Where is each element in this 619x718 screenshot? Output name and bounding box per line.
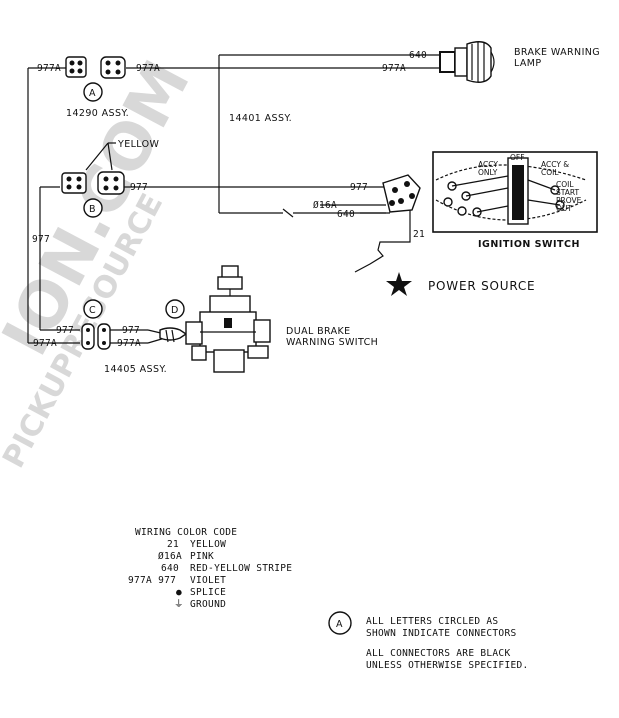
wires: [27, 54, 440, 344]
brake-warning-lamp-label-2: LAMP: [514, 58, 542, 69]
wiring-color-code-legend: WIRING COLOR CODE 21 YELLOW Ø16A PINK 64…: [128, 527, 292, 610]
connector-b: B YELLOW: [61, 139, 160, 218]
ignition-coil-label: COIL: [556, 180, 574, 189]
dual-brake-warning-switch: DUAL BRAKE WARNING SWITCH: [185, 265, 378, 373]
legend-desc: SPLICE: [190, 587, 226, 598]
yellow-label: YELLOW: [117, 139, 160, 150]
ignition-off-label: OFF: [510, 153, 525, 162]
legend-code: 640: [161, 563, 179, 574]
connector-a: A 14290 ASSY.: [65, 56, 129, 119]
notes-line-4: UNLESS OTHERWISE SPECIFIED.: [366, 660, 529, 671]
wire-label: 977A: [37, 63, 61, 74]
assy-14290-label: 14290 ASSY.: [66, 108, 129, 119]
wire-label: 977A: [136, 63, 160, 74]
wire-label: 977: [56, 325, 74, 336]
wire-label: 977A: [117, 338, 141, 349]
wire-label: 21: [413, 229, 425, 240]
notes-line-3: ALL CONNECTORS ARE BLACK: [366, 648, 510, 659]
assy-14405-label: 14405 ASSY.: [104, 364, 167, 375]
wire-label: 977: [350, 182, 368, 193]
dual-brake-switch-label-1: DUAL BRAKE: [286, 326, 351, 337]
connector-c: C 14405 ASSY.: [81, 299, 167, 375]
power-source: POWER SOURCE: [386, 272, 535, 296]
ignition-prove-label: PROVE: [556, 196, 582, 205]
ignition-accy-coil-label-1: ACCY &: [541, 160, 569, 169]
legend-code: 21: [167, 539, 179, 550]
wire-label: 640: [337, 209, 355, 220]
legend-desc: GROUND: [190, 599, 226, 610]
brake-warning-lamp: BRAKE WARNING LAMP: [439, 41, 600, 83]
notes-line-2: SHOWN INDICATE CONNECTORS: [366, 628, 517, 639]
wire-label: 977A: [382, 63, 406, 74]
ignition-accy-only-label-1: ACCY: [478, 160, 498, 169]
wire-labels: 977A 977A 640 977A 977 977 Ø16A 640 21 9…: [32, 50, 427, 349]
power-source-label: POWER SOURCE: [428, 279, 535, 293]
connector-d-letter: D: [171, 305, 179, 316]
wire-label: 977: [32, 234, 50, 245]
wire-label: 977: [122, 325, 140, 336]
connector-a-badge: [83, 82, 103, 102]
brake-warning-lamp-label-1: BRAKE WARNING: [514, 47, 600, 58]
ignition-accy-coil-label-2: COIL: [541, 168, 559, 177]
ignition-switch: OFF ACCY ONLY ACCY & COIL COIL START PRO…: [432, 151, 598, 250]
connector-d: D: [159, 299, 188, 343]
wire-label: 640: [409, 50, 427, 61]
legend-desc: PINK: [190, 551, 214, 562]
notes-connector-letter: A: [336, 619, 343, 630]
legend-code: 977A 977: [128, 575, 176, 586]
ignition-out-label: OUT: [556, 204, 572, 213]
wire-label: 977: [130, 182, 148, 193]
connector-b-letter: B: [89, 204, 96, 215]
legend-code: ●: [176, 587, 182, 598]
notes: A ALL LETTERS CIRCLED AS SHOWN INDICATE …: [328, 611, 529, 671]
dual-brake-switch-label-2: WARNING SWITCH: [286, 337, 378, 348]
legend-desc: VIOLET: [190, 575, 226, 586]
legend-desc: YELLOW: [190, 539, 226, 550]
ignition-connector: [382, 174, 421, 213]
connector-b-badge: [83, 198, 103, 218]
ignition-switch-label: IGNITION SWITCH: [478, 239, 580, 250]
ignition-start-label: START: [556, 188, 580, 197]
ignition-accy-only-label-2: ONLY: [478, 168, 498, 177]
star-icon: [386, 272, 412, 296]
notes-line-1: ALL LETTERS CIRCLED AS: [366, 616, 498, 627]
connector-c-letter: C: [89, 305, 96, 316]
legend-code: Ø16A: [158, 551, 182, 562]
legend-title: WIRING COLOR CODE: [135, 527, 237, 538]
connector-a-letter: A: [89, 88, 96, 99]
wire-label: Ø16A: [313, 200, 337, 211]
wire-label: 977A: [33, 338, 57, 349]
assy-14401-label: 14401 ASSY.: [229, 113, 292, 124]
legend-code: ⏚: [174, 599, 184, 610]
legend-desc: RED-YELLOW STRIPE: [190, 563, 292, 574]
